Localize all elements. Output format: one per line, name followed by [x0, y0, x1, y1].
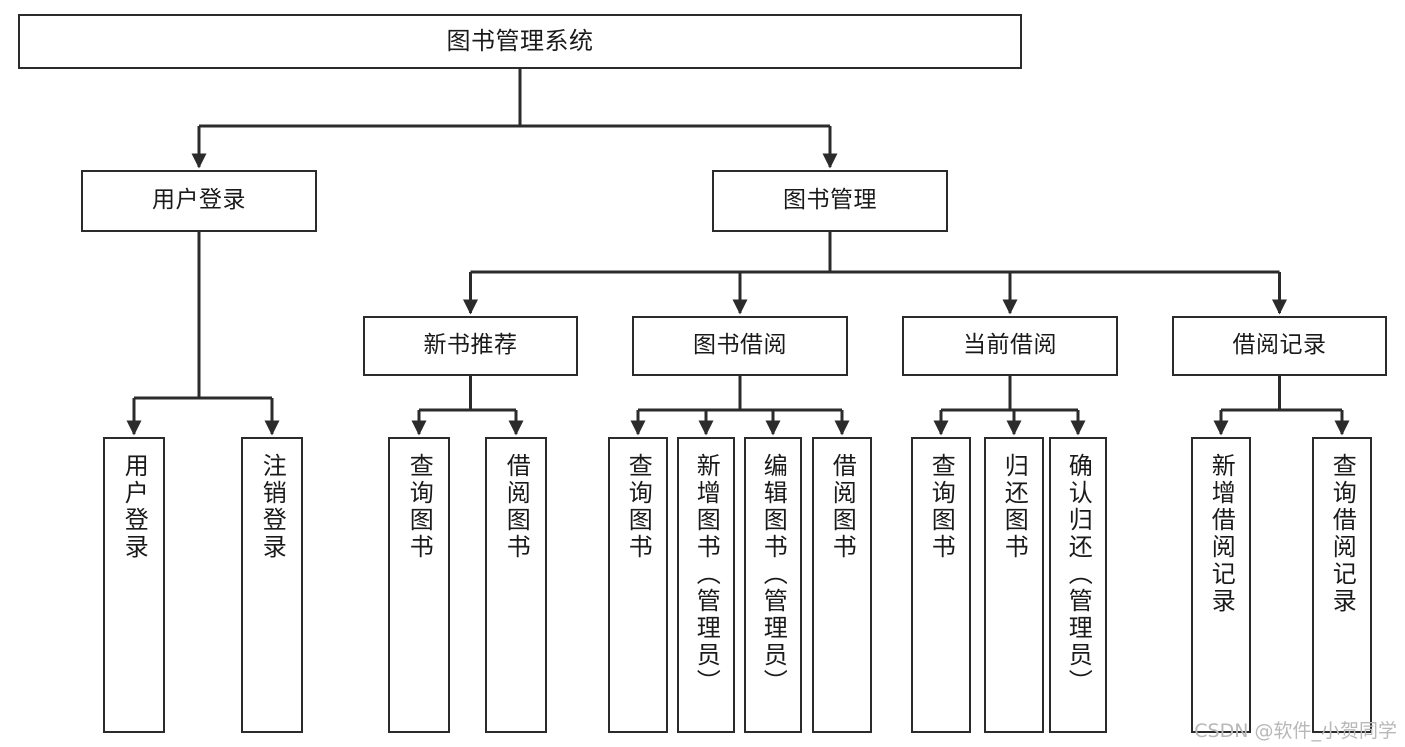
- node-leaf-query-book-borrow[interactable]: 查询图书: [608, 437, 668, 733]
- node-label: 查询图书: [405, 453, 434, 561]
- node-label: 新书推荐: [423, 332, 518, 359]
- node-leaf-borrow-book[interactable]: 借阅图书: [812, 437, 872, 733]
- node-label: 注销登录: [258, 453, 287, 561]
- node-label: 借阅记录: [1232, 332, 1327, 359]
- node-label: 编辑图书（管理员）: [759, 453, 788, 696]
- node-book-borrow[interactable]: 图书借阅: [632, 316, 848, 376]
- node-label: 用户登录: [152, 187, 246, 214]
- node-label: 用户登录: [120, 453, 149, 561]
- node-label: 确认归还（管理员）: [1064, 453, 1093, 696]
- node-label: 查询借阅记录: [1328, 453, 1357, 615]
- watermark: CSDN @软件_小贺同学: [1194, 720, 1397, 742]
- node-book-management[interactable]: 图书管理: [712, 170, 948, 232]
- node-label: 查询图书: [927, 453, 956, 561]
- node-leaf-query-book-recommend[interactable]: 查询图书: [388, 437, 450, 733]
- node-leaf-query-borrow-record[interactable]: 查询借阅记录: [1312, 437, 1372, 733]
- node-new-book-recommend[interactable]: 新书推荐: [363, 316, 578, 376]
- node-leaf-edit-book[interactable]: 编辑图书（管理员）: [744, 437, 802, 733]
- node-leaf-borrow-book-recommend[interactable]: 借阅图书: [485, 437, 547, 733]
- node-leaf-add-book[interactable]: 新增图书（管理员）: [677, 437, 735, 733]
- node-label: 借阅图书: [828, 453, 857, 561]
- node-leaf-query-book-current[interactable]: 查询图书: [911, 437, 971, 733]
- node-label: 图书借阅: [693, 332, 787, 359]
- node-leaf-logout[interactable]: 注销登录: [241, 437, 303, 733]
- node-label: 归还图书: [1000, 453, 1029, 561]
- node-user-login[interactable]: 用户登录: [81, 170, 317, 232]
- node-label: 新增图书（管理员）: [692, 453, 721, 696]
- node-borrow-record[interactable]: 借阅记录: [1172, 316, 1387, 376]
- node-leaf-return-book[interactable]: 归还图书: [984, 437, 1044, 733]
- node-label: 借阅图书: [502, 453, 531, 561]
- node-label: 图书管理系统: [446, 27, 594, 56]
- node-leaf-user-login[interactable]: 用户登录: [103, 437, 165, 733]
- node-label: 新增借阅记录: [1207, 453, 1236, 615]
- node-label: 图书管理: [783, 187, 877, 214]
- node-leaf-confirm-return[interactable]: 确认归还（管理员）: [1049, 437, 1107, 733]
- node-root[interactable]: 图书管理系统: [18, 14, 1022, 69]
- node-label: 当前借阅: [963, 332, 1057, 359]
- node-label: 查询图书: [624, 453, 653, 561]
- node-leaf-add-borrow-record[interactable]: 新增借阅记录: [1191, 437, 1251, 733]
- node-current-borrow[interactable]: 当前借阅: [902, 316, 1118, 376]
